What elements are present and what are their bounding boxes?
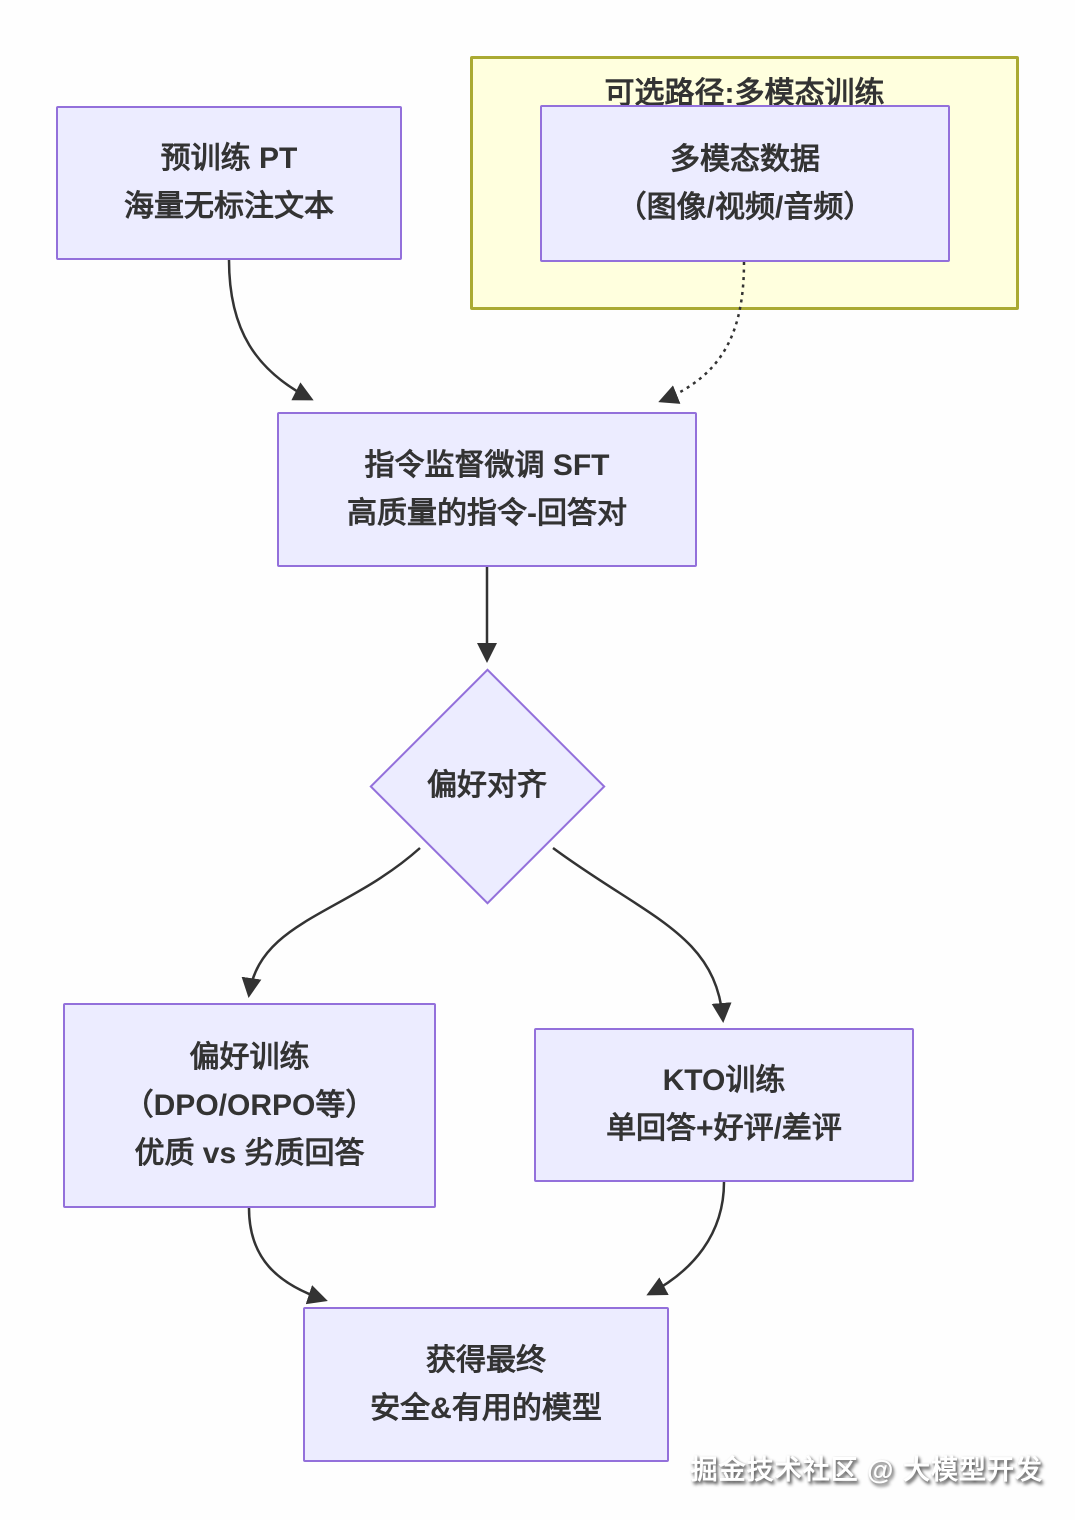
node-final-line2: 安全&有用的模型 [370,1391,602,1425]
node-final-line1: 获得最终 [426,1343,546,1377]
node-preference-line3: 优质 vs 劣质回答 [134,1136,365,1170]
node-sft-line2: 高质量的指令-回答对 [347,496,627,530]
node-pretrain-line2: 海量无标注文本 [124,190,334,223]
node-kto-training: KTO训练 单回答+好评/差评 [534,1028,914,1182]
watermark: 掘金技术社区 @ 大模型开发 [690,1455,1043,1485]
node-kto-line1: KTO训练 [662,1064,786,1097]
node-multimodal: 多模态数据 （图像/视频/音频） [540,105,950,262]
node-sft-line1: 指令监督微调 SFT [364,448,610,482]
node-preference-line1: 偏好训练 [189,1040,310,1074]
edge-preference-to-final [247,1207,328,1305]
node-kto-line2: 单回答+好评/差评 [606,1112,842,1145]
node-multimodal-line2: （图像/视频/音频） [616,190,874,224]
node-pretrain: 预训练 PT 海量无标注文本 [56,106,402,260]
edge-decision-to-kto [552,846,732,1023]
node-final-model: 获得最终 安全&有用的模型 [303,1307,669,1462]
edge-pretrain-to-sft [227,259,314,401]
node-sft: 指令监督微调 SFT 高质量的指令-回答对 [277,412,697,567]
node-multimodal-line1: 多模态数据 [670,142,820,176]
node-pretrain-line1: 预训练 PT [160,142,298,175]
node-preference-line2: （DPO/ORPO等） [123,1088,376,1122]
node-decision-label: 偏好对齐 [427,769,547,802]
node-preference-training: 偏好训练 （DPO/ORPO等） 优质 vs 劣质回答 [63,1003,436,1208]
edge-decision-to-preference [241,847,421,998]
group-title: 可选路径:多模态训练 [604,77,885,110]
edge-kto-to-final [646,1181,726,1296]
